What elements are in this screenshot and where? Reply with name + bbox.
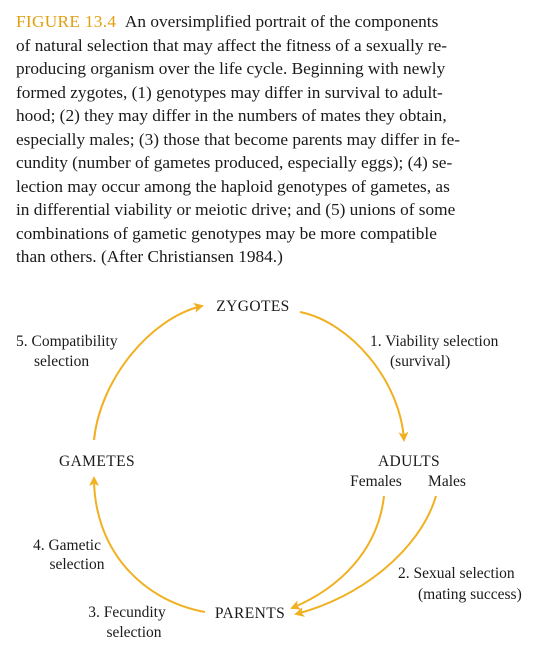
arrow-gametes-to-zygotes bbox=[93, 302, 204, 441]
arrow-males-to-parents bbox=[294, 495, 437, 617]
arrow-zygotes-to-adults bbox=[299, 311, 409, 442]
caption-line-10: combinations of gametic genotypes may be… bbox=[16, 223, 437, 243]
step-gametic-line-2: selection bbox=[49, 556, 104, 573]
arrow-parents-to-gametes bbox=[89, 476, 206, 613]
caption-line-5: hood; (2) they may differ in the numbers… bbox=[16, 106, 447, 125]
caption-line-8: lection may occur among the haploid geno… bbox=[16, 176, 450, 196]
node-parents: PARENTS bbox=[215, 605, 285, 622]
step-viability-line-2: (survival) bbox=[390, 353, 450, 370]
caption-line-9: in differential viability or meiotic dri… bbox=[16, 200, 456, 219]
caption-line-11: than others. (After Christiansen 1984.) bbox=[16, 247, 283, 266]
caption-line-2: of natural selection that may affect the… bbox=[16, 35, 448, 55]
step-compatibility-line-2: selection bbox=[34, 353, 89, 370]
step-fecundity-line-1: 3. Fecundity bbox=[88, 604, 166, 621]
caption-line-1: FIGURE 13.4 An oversimplified portrait o… bbox=[16, 12, 439, 31]
node-males: Males bbox=[428, 473, 466, 490]
node-adults: ADULTS bbox=[378, 453, 440, 470]
caption-line-3: producing organism over the life cycle. … bbox=[16, 59, 446, 78]
node-zygotes: ZYGOTES bbox=[216, 298, 289, 315]
caption-line-4: formed zygotes, (1) genotypes may differ… bbox=[16, 82, 443, 102]
node-gametes: GAMETES bbox=[59, 453, 135, 470]
caption-line-7: cundity (number of gametes produced, esp… bbox=[16, 153, 453, 172]
step-sexual-line-2: (mating success) bbox=[418, 586, 522, 603]
step-sexual-line-1: 2. Sexual selection bbox=[398, 565, 515, 582]
node-females: Females bbox=[350, 473, 402, 490]
step-fecundity-line-2: selection bbox=[106, 624, 161, 641]
arrow-females-to-parents bbox=[290, 495, 385, 610]
figure-caption: FIGURE 13.4 An oversimplified portrait o… bbox=[16, 10, 538, 269]
figure-label: FIGURE 13.4 bbox=[16, 12, 117, 31]
caption-line-6: especially males; (3) those that become … bbox=[16, 129, 461, 149]
step-viability-line-1: 1. Viability selection bbox=[370, 333, 499, 350]
step-compatibility-line-1: 5. Compatibility bbox=[16, 333, 118, 350]
step-gametic-line-1: 4. Gametic bbox=[33, 537, 101, 554]
